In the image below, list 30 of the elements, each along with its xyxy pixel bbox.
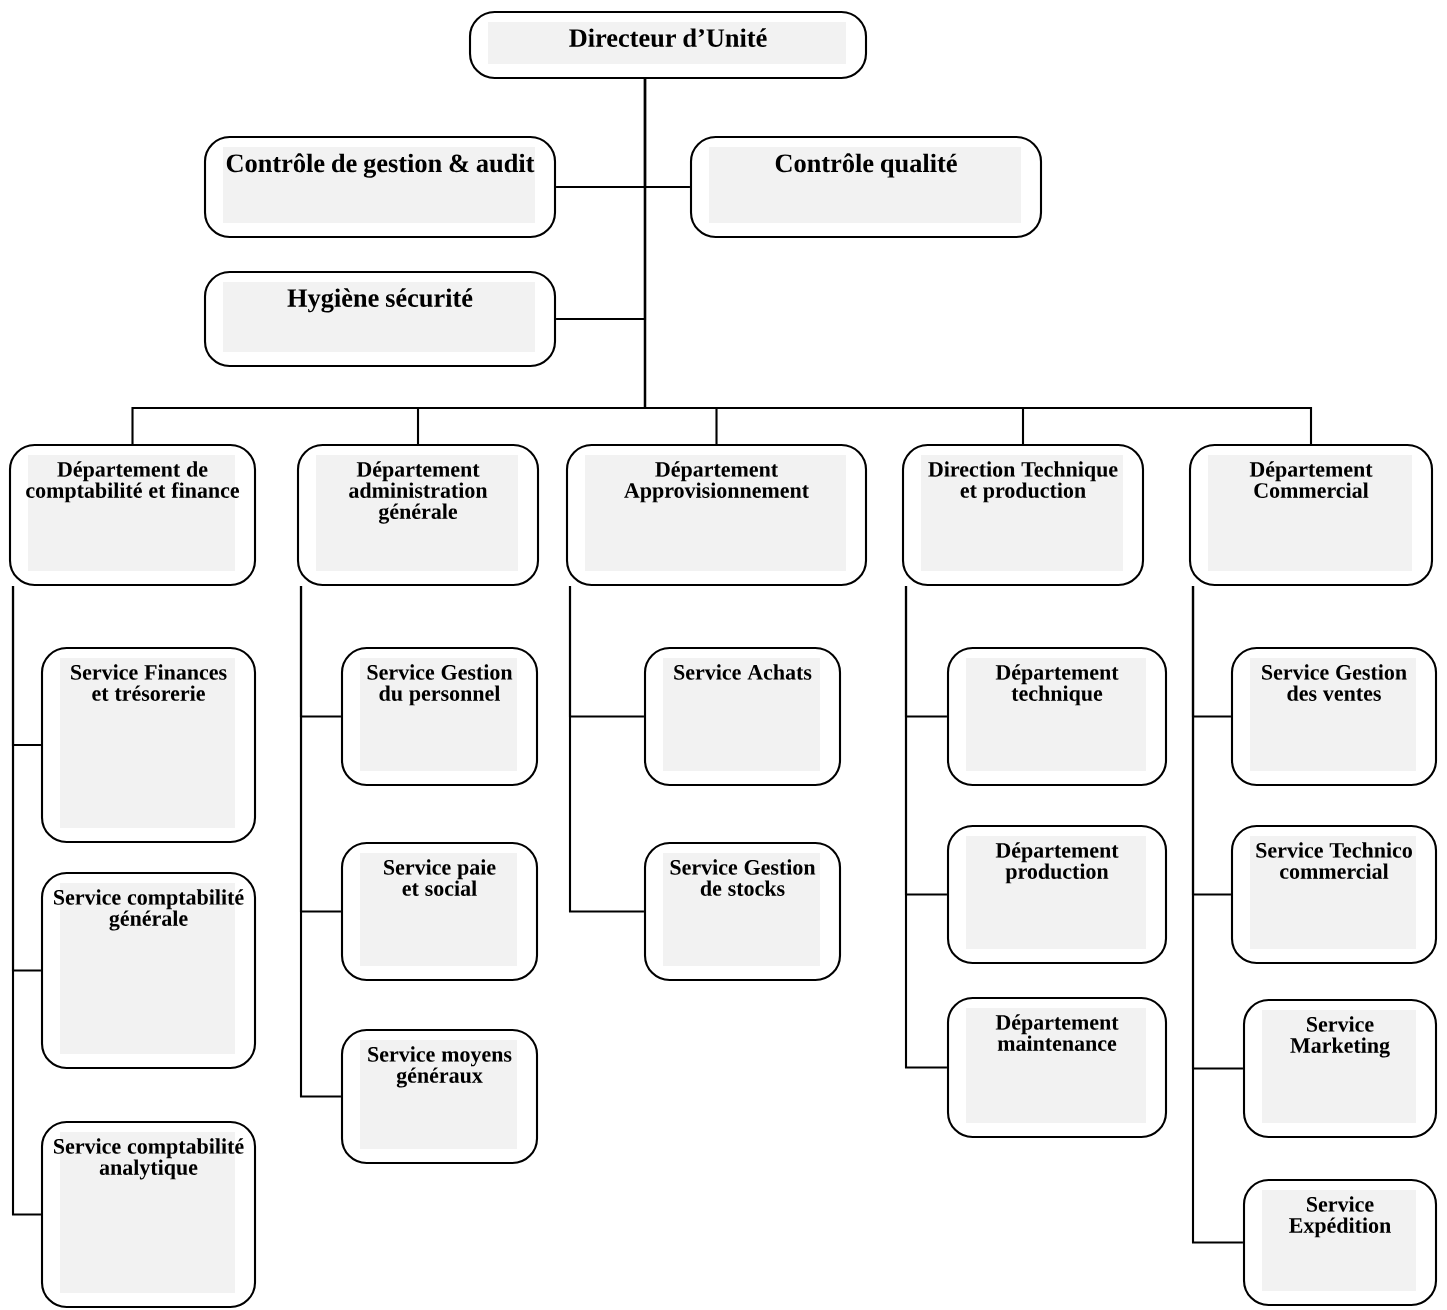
org-box: Service Marketing [1242,998,1438,1139]
org-box: Département technique [946,646,1168,787]
org-box: Service Expédition [1242,1178,1438,1307]
org-box: Service paie et social [340,841,539,982]
connector-line [299,586,341,1098]
connector-line [1191,586,1243,1244]
org-box: Hygiène sécurité [203,270,557,368]
connector-line [643,79,1313,444]
org-box: Département de comptabilité et finance [8,443,257,587]
org-box: Département maintenance [946,996,1168,1139]
org-box: Directeur d’Unité [468,10,868,80]
connector-line [568,586,644,913]
org-box: Service Technico commercial [1230,824,1438,965]
org-box: Département administration générale [296,443,540,587]
org-box: Service moyens généraux [340,1028,539,1165]
org-box: Contrôle qualité [689,135,1043,239]
org-box: Service Gestion des ventes [1230,646,1438,787]
connector-line [904,586,947,1069]
org-box: Service comptabilité analytique [40,1120,257,1309]
org-box: Direction Technique et production [901,443,1145,587]
org-box: Service Gestion du personnel [340,646,539,787]
org-box: Service Achats [643,646,842,787]
org-box: Département Commercial [1188,443,1434,587]
org-box: Contrôle de gestion & audit [203,135,557,239]
org-box: Service Finances et trésorerie [40,646,257,844]
org-box: Service Gestion de stocks [643,841,842,982]
connector-line [11,586,41,1216]
org-box: Service comptabilité générale [40,871,257,1070]
org-box: Département Approvisionnement [565,443,868,587]
org-box: Département production [946,824,1168,965]
